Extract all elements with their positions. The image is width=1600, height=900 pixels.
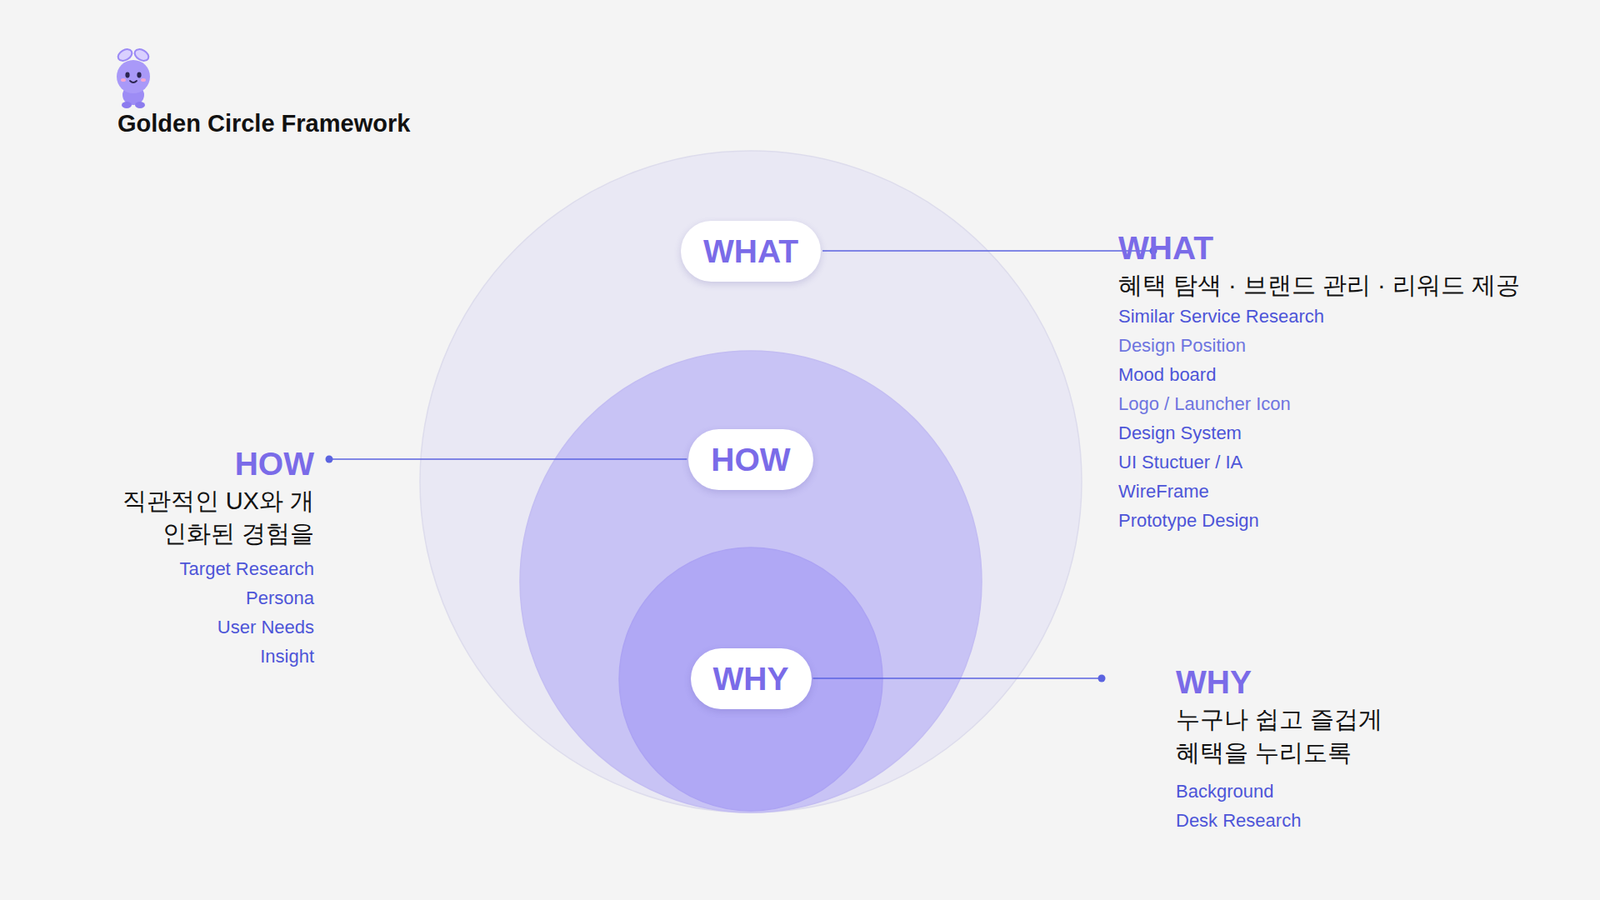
item-text: Similar Service Research	[1118, 305, 1325, 328]
leader-dot	[1098, 675, 1106, 683]
mascot-mouth	[130, 80, 137, 83]
mascot-cheek	[120, 78, 126, 82]
pill-label: WHY	[690, 648, 812, 710]
section-subtitle: 혜택 탐색 · 브랜드 관리 · 리워드 제공	[1118, 270, 1520, 300]
mascot-head	[116, 60, 150, 94]
item-text: Mood board	[1118, 364, 1216, 386]
inner-circle: WHY	[618, 546, 884, 812]
circle-fill	[520, 350, 982, 813]
item-text: WireFrame	[1118, 480, 1210, 503]
item-text: Design Position	[1118, 335, 1246, 357]
circle-fill	[420, 150, 1082, 813]
middle-circle: WHY HOW	[519, 350, 983, 814]
mascot-foot	[135, 101, 145, 109]
mascot-eye	[125, 72, 130, 79]
item-text: Background	[1175, 780, 1274, 803]
item-text: UI Stuctuer / IA	[1118, 451, 1243, 474]
item-text: User Needs	[217, 616, 315, 639]
pill-label: HOW	[688, 429, 813, 490]
item-text: Prototype Design	[1118, 510, 1260, 532]
leader-dot	[325, 455, 334, 464]
circle-fill	[619, 547, 883, 811]
section-heading: HOW	[235, 445, 315, 485]
item-text: Persona	[245, 587, 315, 610]
pill-label: WHAT	[680, 220, 821, 282]
item-text: Logo / Launcher Icon	[1118, 393, 1291, 415]
item-text: Design System	[1118, 422, 1242, 445]
item-text: Insight	[260, 645, 315, 668]
section-heading: WHAT	[1118, 229, 1214, 269]
section-heading: WHY	[1175, 663, 1252, 703]
mascot-eye	[136, 72, 141, 79]
item-text: Target Research	[180, 558, 315, 580]
item-text: Desk Research	[1175, 810, 1301, 832]
mascot-icon	[106, 45, 160, 114]
section-subtitle: 직관적인 UX와 개인화된 경험을	[114, 485, 315, 550]
mascot-foot	[121, 101, 132, 109]
diagram-title: Golden Circle Framework	[117, 109, 410, 139]
section-subtitle: 누구나 쉽고 즐겁게 혜택을 누리도록	[1175, 702, 1385, 770]
outer-circle: WHY HOW WHAT	[419, 150, 1083, 814]
mascot-cheek	[140, 78, 146, 82]
